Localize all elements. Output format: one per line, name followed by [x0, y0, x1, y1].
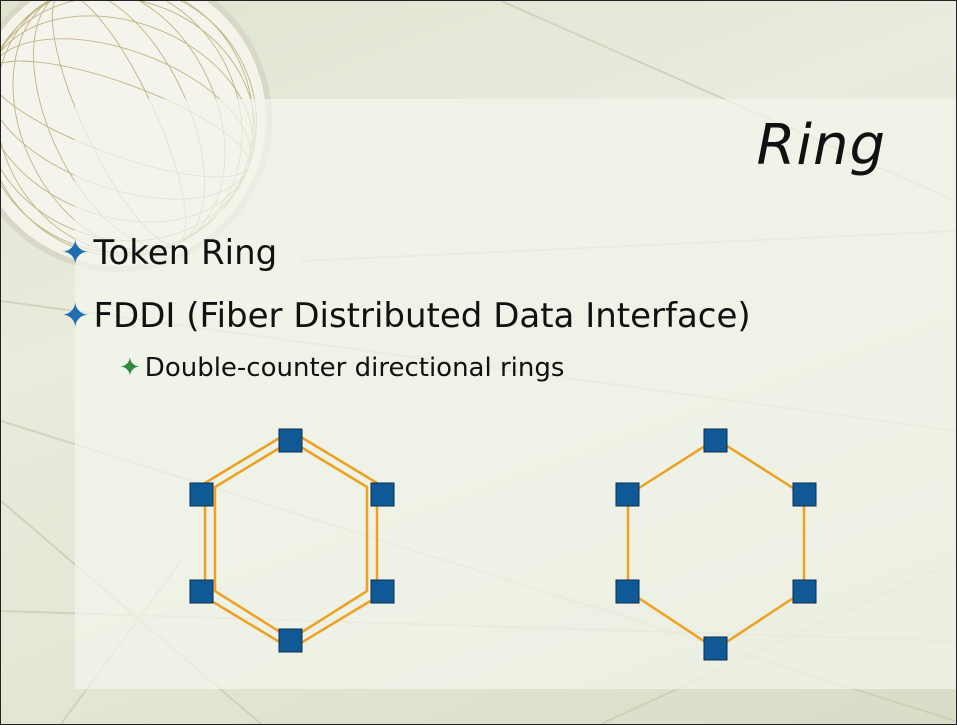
- ring-node: [189, 579, 214, 604]
- ring-node: [370, 579, 395, 604]
- double-ring-diagram: [189, 428, 395, 653]
- double-ring-lines: [203, 429, 379, 651]
- bullet-text: Token Ring: [93, 233, 278, 273]
- bullet-fddi: ✦ FDDI (Fiber Distributed Data Interface…: [61, 296, 751, 336]
- ring-node: [615, 482, 640, 507]
- ring-node: [792, 579, 817, 604]
- ring-node: [189, 482, 214, 507]
- ring-node: [703, 428, 728, 453]
- ring-node: [278, 628, 303, 653]
- star-bullet-icon: ✦: [119, 353, 141, 383]
- bullet-token-ring: ✦ Token Ring: [61, 233, 277, 273]
- slide-title: Ring: [756, 113, 886, 178]
- star-bullet-icon: ✦: [61, 233, 90, 273]
- ring-node: [615, 579, 640, 604]
- bullet-text: FDDI (Fiber Distributed Data Interface): [93, 296, 751, 336]
- bullet-text: Double-counter directional rings: [144, 353, 565, 383]
- single-ring-lines: [626, 437, 806, 651]
- ring-node: [370, 482, 395, 507]
- bullet-double-counter: ✦ Double-counter directional rings: [119, 353, 564, 383]
- single-ring-nodes: [615, 428, 817, 661]
- ring-node: [703, 636, 728, 661]
- star-bullet-icon: ✦: [61, 296, 90, 336]
- ring-node: [792, 482, 817, 507]
- double-ring-nodes: [189, 428, 395, 653]
- ring-node: [278, 428, 303, 453]
- single-ring-diagram: [615, 428, 817, 661]
